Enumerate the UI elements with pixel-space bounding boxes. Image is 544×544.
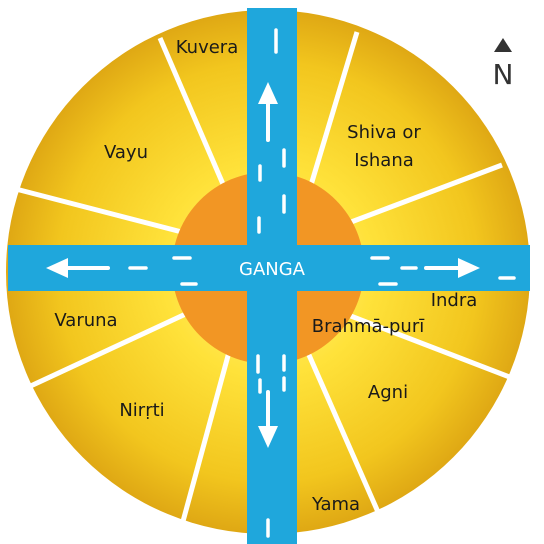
region-label-shiva-line1: Shiva or	[347, 122, 421, 143]
arrow-up-icon	[258, 82, 278, 142]
divider-ssw	[179, 329, 238, 526]
north-arrow-icon	[494, 38, 512, 52]
arrow-down-icon	[258, 390, 278, 448]
region-label-varuna: Varuna	[54, 310, 117, 331]
sector-dividers	[11, 31, 513, 526]
divider-sse	[295, 328, 381, 514]
region-label-vayu: Vayu	[104, 142, 148, 163]
flow-arrows	[46, 82, 480, 448]
divider-nnw	[157, 37, 235, 206]
region-label-yama: Yama	[311, 494, 360, 515]
arrow-left-icon	[46, 258, 110, 278]
region-label-shiva-line2: Ishana	[354, 150, 414, 171]
divider-ese	[329, 305, 513, 381]
region-label-nirrti: Nirṛti	[119, 400, 164, 421]
region-label-indra: Indra	[431, 290, 478, 311]
divider-ene	[329, 162, 503, 233]
north-label: N	[493, 58, 514, 91]
divider-wsw	[20, 302, 207, 393]
arrow-right-icon	[424, 258, 480, 278]
river-dashes	[128, 28, 516, 538]
region-label-brahmapuri: Brahmā-purī	[312, 316, 425, 337]
region-label-kuvera: Kuvera	[176, 37, 238, 58]
region-label-agni: Agni	[368, 382, 408, 403]
divider-wnw	[11, 185, 206, 241]
center-label: GANGA	[239, 259, 306, 280]
divider-nne	[302, 31, 360, 206]
north-indicator: N	[493, 38, 514, 91]
